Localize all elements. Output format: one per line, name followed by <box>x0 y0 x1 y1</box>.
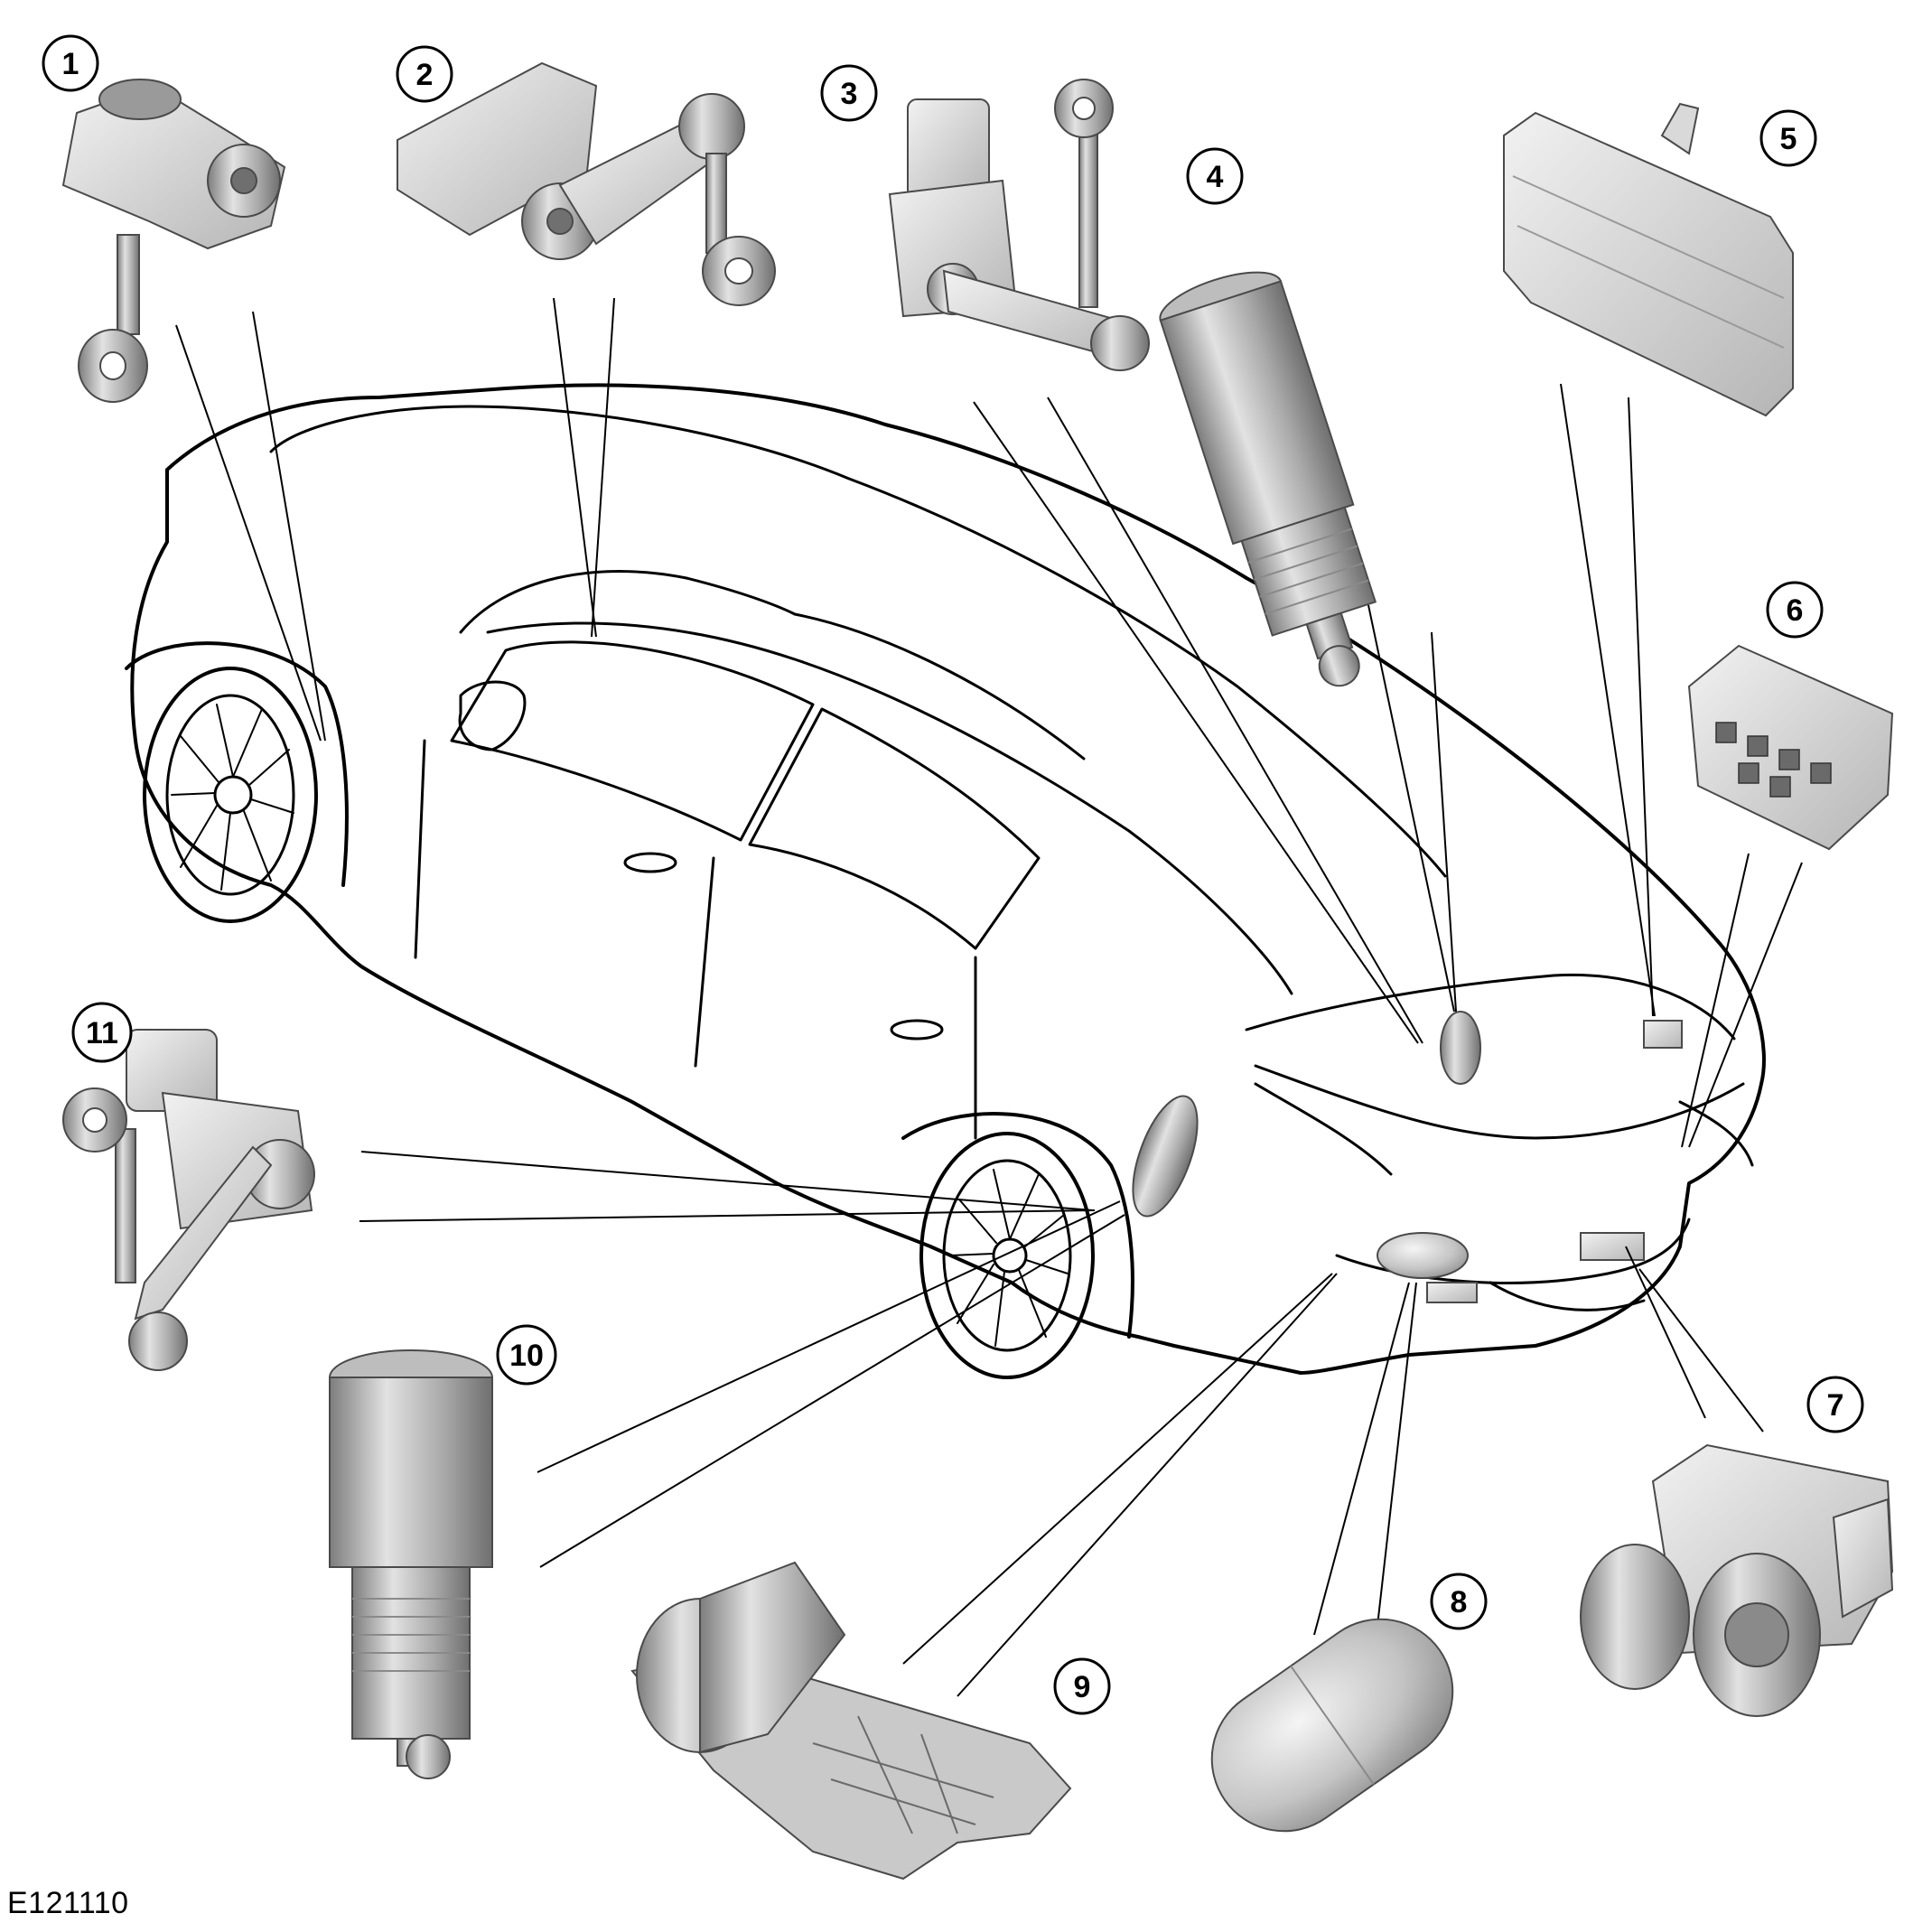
callout-7-label: 7 <box>1827 1388 1844 1423</box>
component-6-valve-block <box>1687 644 1894 851</box>
callout-6: 6 <box>1766 581 1824 639</box>
callout-5: 5 <box>1759 109 1817 167</box>
callout-10: 10 <box>496 1324 557 1386</box>
callout-9-label: 9 <box>1074 1670 1091 1704</box>
callout-11-label: 11 <box>86 1016 118 1050</box>
callout-8-label: 8 <box>1451 1585 1468 1619</box>
in-vehicle-drier <box>1426 1282 1478 1303</box>
component-3-height-sensor-rear <box>888 79 1150 371</box>
figure-reference-code: E121110 <box>7 1886 129 1920</box>
callout-9: 9 <box>1053 1657 1111 1715</box>
callout-11: 11 <box>71 1002 133 1063</box>
component-7-compressor <box>1580 1443 1894 1717</box>
component-10-air-spring-rear <box>329 1349 493 1779</box>
callout-1-label: 1 <box>62 47 79 81</box>
callout-2: 2 <box>396 45 453 103</box>
leader-lines <box>175 297 1803 1697</box>
callout-7: 7 <box>1806 1376 1864 1433</box>
callout-4: 4 <box>1186 147 1244 205</box>
in-vehicle-air-spring-rear-right <box>1440 1011 1481 1085</box>
component-2-height-sensor-front-right <box>397 61 776 306</box>
callout-3-label: 3 <box>841 77 858 111</box>
in-vehicle-reservoir <box>1377 1232 1469 1279</box>
callout-4-label: 4 <box>1207 160 1224 194</box>
component-9-compressor-mounting-bracket <box>630 1561 1072 1881</box>
component-1-height-sensor-front-left <box>61 79 286 403</box>
callout-8: 8 <box>1430 1573 1488 1630</box>
in-vehicle-control-module <box>1643 1020 1683 1049</box>
callout-6-label: 6 <box>1787 593 1804 628</box>
component-8-air-reservoir <box>1210 1618 1454 1833</box>
component-4-air-spring-front <box>1159 271 1377 687</box>
callout-5-label: 5 <box>1780 122 1797 156</box>
in-vehicle-air-spring-rear-left <box>1132 1095 1199 1218</box>
callout-3: 3 <box>820 64 878 122</box>
car-outline <box>125 383 1766 1379</box>
in-vehicle-compressor <box>1580 1232 1645 1261</box>
callout-10-label: 10 <box>509 1339 544 1373</box>
callout-1: 1 <box>42 34 99 92</box>
callout-2-label: 2 <box>416 58 434 92</box>
component-11-height-sensor-rear-left <box>62 1029 315 1371</box>
component-5-control-module <box>1503 102 1794 417</box>
in-vehicle-component-markers <box>1132 1011 1683 1303</box>
